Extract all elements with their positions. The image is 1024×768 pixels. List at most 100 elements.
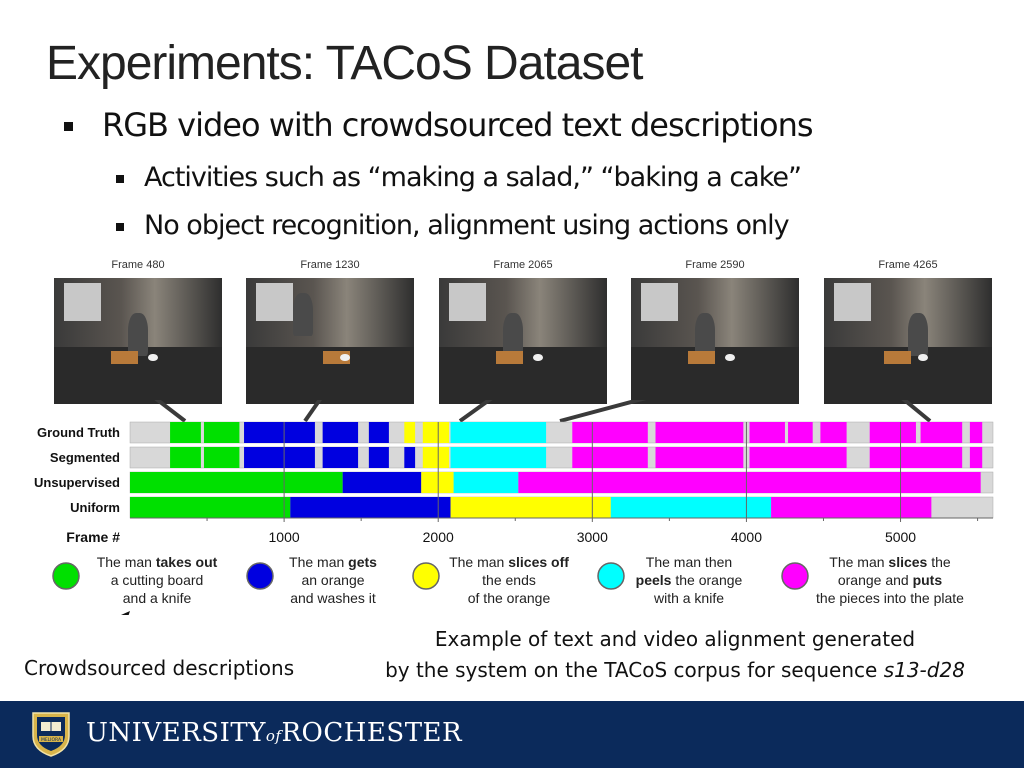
video-frame-thumbnail: [246, 278, 414, 404]
bullet-text: Activities such as “making a salad,” “ba…: [144, 162, 802, 193]
timeline-segment-slices: [749, 447, 847, 468]
frame-label: Frame 1230: [300, 259, 360, 271]
university-seal-icon: MELIORA: [32, 712, 70, 757]
legend-text-line: orange and puts: [838, 572, 943, 588]
timeline-segment-slices: [572, 447, 648, 468]
legend-text-line: The man then: [646, 554, 732, 570]
timeline-segment-slices_off: [422, 422, 450, 443]
timeline-segment-takes_out: [130, 472, 343, 493]
video-frame-thumbnail: [631, 278, 799, 404]
bullet-square-icon: [116, 223, 124, 231]
legend-text-line: of the orange: [468, 590, 551, 606]
caption-line-2: by the system on the TACoS corpus for se…: [385, 658, 965, 682]
timeline-segment-gets: [404, 447, 416, 468]
timeline-segment-slices: [518, 472, 981, 493]
timeline-segment-slices_off: [450, 497, 611, 518]
frame-label: Frame 480: [111, 259, 165, 271]
crowdsourced-descriptions-label: Crowdsourced descriptions: [24, 656, 295, 680]
legend-swatch-takes_out: [52, 562, 80, 590]
timeline-segment-slices: [969, 447, 983, 468]
video-frame-thumbnail: [824, 278, 992, 404]
x-tick-label: 2000: [423, 529, 454, 545]
video-frame-thumbnail: [439, 278, 607, 404]
timeline-segment-slices: [869, 422, 916, 443]
timeline-segment-slices_off: [404, 422, 416, 443]
footer-bar: MELIORA UNIVERSITYofROCHESTER: [0, 701, 1024, 768]
frame-connector-line: [901, 400, 932, 423]
timeline-segment-gets: [322, 422, 359, 443]
legend-swatch-slices: [781, 562, 809, 590]
timeline-segment-takes_out: [203, 447, 240, 468]
x-tick-label: 1000: [269, 529, 300, 545]
legend-text-line: an orange: [301, 572, 364, 588]
legend-text-line: and washes it: [290, 590, 376, 606]
timeline-segment-gets: [244, 447, 315, 468]
timeline-segment-slices: [572, 422, 648, 443]
frame-connector-line: [154, 400, 187, 423]
timeline-segment-slices: [920, 422, 963, 443]
timeline-segment-takes_out: [203, 422, 240, 443]
frame-connector-line: [458, 400, 493, 423]
frame-connector-line: [559, 400, 647, 423]
row-label: Ground Truth: [37, 425, 120, 440]
timeline-segment-takes_out: [130, 497, 291, 518]
legend-swatch-slices_off: [412, 562, 440, 590]
timeline-segment-peels: [450, 422, 547, 443]
bullet-square-icon: [116, 175, 124, 183]
legend-text-line: peels the orange: [636, 572, 743, 588]
university-wordmark: UNIVERSITYofROCHESTER: [86, 718, 463, 748]
figure-caption: Example of text and video alignment gene…: [370, 624, 980, 686]
timeline-segment-slices: [655, 447, 744, 468]
legend-text-line: the ends: [482, 572, 536, 588]
timeline-segment-takes_out: [170, 447, 201, 468]
timeline-segment-gets: [368, 422, 389, 443]
bullet-square-icon: [64, 122, 73, 131]
legend-swatch-gets: [246, 562, 274, 590]
timeline-segment-gets: [368, 447, 389, 468]
timeline-segment-peels: [610, 497, 772, 518]
x-tick-label: 3000: [577, 529, 608, 545]
timeline-segment-slices: [749, 422, 785, 443]
legend-text-line: The man takes out: [97, 554, 218, 570]
timeline-segment-gets: [290, 497, 451, 518]
slide-title: Experiments: TACoS Dataset: [46, 37, 643, 90]
video-frame-thumbnail: [54, 278, 222, 404]
timeline-segment-peels: [453, 472, 519, 493]
timeline-segment-slices: [820, 422, 847, 443]
legend-swatch-peels: [597, 562, 625, 590]
timeline-segment-gets: [244, 422, 315, 443]
x-tick-label: 4000: [731, 529, 762, 545]
legend-text-line: The man gets: [289, 554, 377, 570]
x-axis-label: Frame #: [66, 529, 120, 545]
svg-text:MELIORA: MELIORA: [41, 737, 62, 743]
frame-label: Frame 2065: [493, 259, 553, 271]
timeline-segment-slices: [771, 497, 932, 518]
pointer-arrow-head: [121, 611, 130, 615]
legend-text-line: The man slices the: [829, 554, 951, 570]
timeline-segment-slices: [969, 422, 983, 443]
timeline-segment-gets: [342, 472, 422, 493]
timeline-segment-gets: [322, 447, 359, 468]
legend-text-line: a cutting board: [111, 572, 204, 588]
row-label: Uniform: [70, 500, 120, 515]
timeline-segment-peels: [450, 447, 547, 468]
frame-label: Frame 4265: [878, 259, 938, 271]
legend-text-line: The man slices off: [449, 554, 569, 570]
timeline-segment-slices: [788, 422, 813, 443]
row-label: Segmented: [50, 450, 120, 465]
legend-text-line: with a knife: [653, 590, 724, 606]
legend-text-line: and a knife: [123, 590, 192, 606]
bullet-text: RGB video with crowdsourced text descrip…: [102, 106, 814, 144]
timeline-segment-slices_off: [421, 472, 454, 493]
timeline-segment-slices_off: [422, 447, 450, 468]
bullet-text: No object recognition, alignment using a…: [144, 210, 790, 241]
timeline-segment-takes_out: [170, 422, 201, 443]
timeline-segment-slices: [655, 422, 744, 443]
x-tick-label: 5000: [885, 529, 916, 545]
frame-label: Frame 2590: [685, 259, 745, 271]
row-label: Unsupervised: [34, 475, 120, 490]
alignment-chart: Ground TruthSegmentedUnsupervisedUniform…: [34, 400, 994, 615]
frame-connector-line: [303, 400, 323, 423]
timeline-segment-slices: [869, 447, 963, 468]
caption-line-1: Example of text and video alignment gene…: [434, 627, 916, 651]
